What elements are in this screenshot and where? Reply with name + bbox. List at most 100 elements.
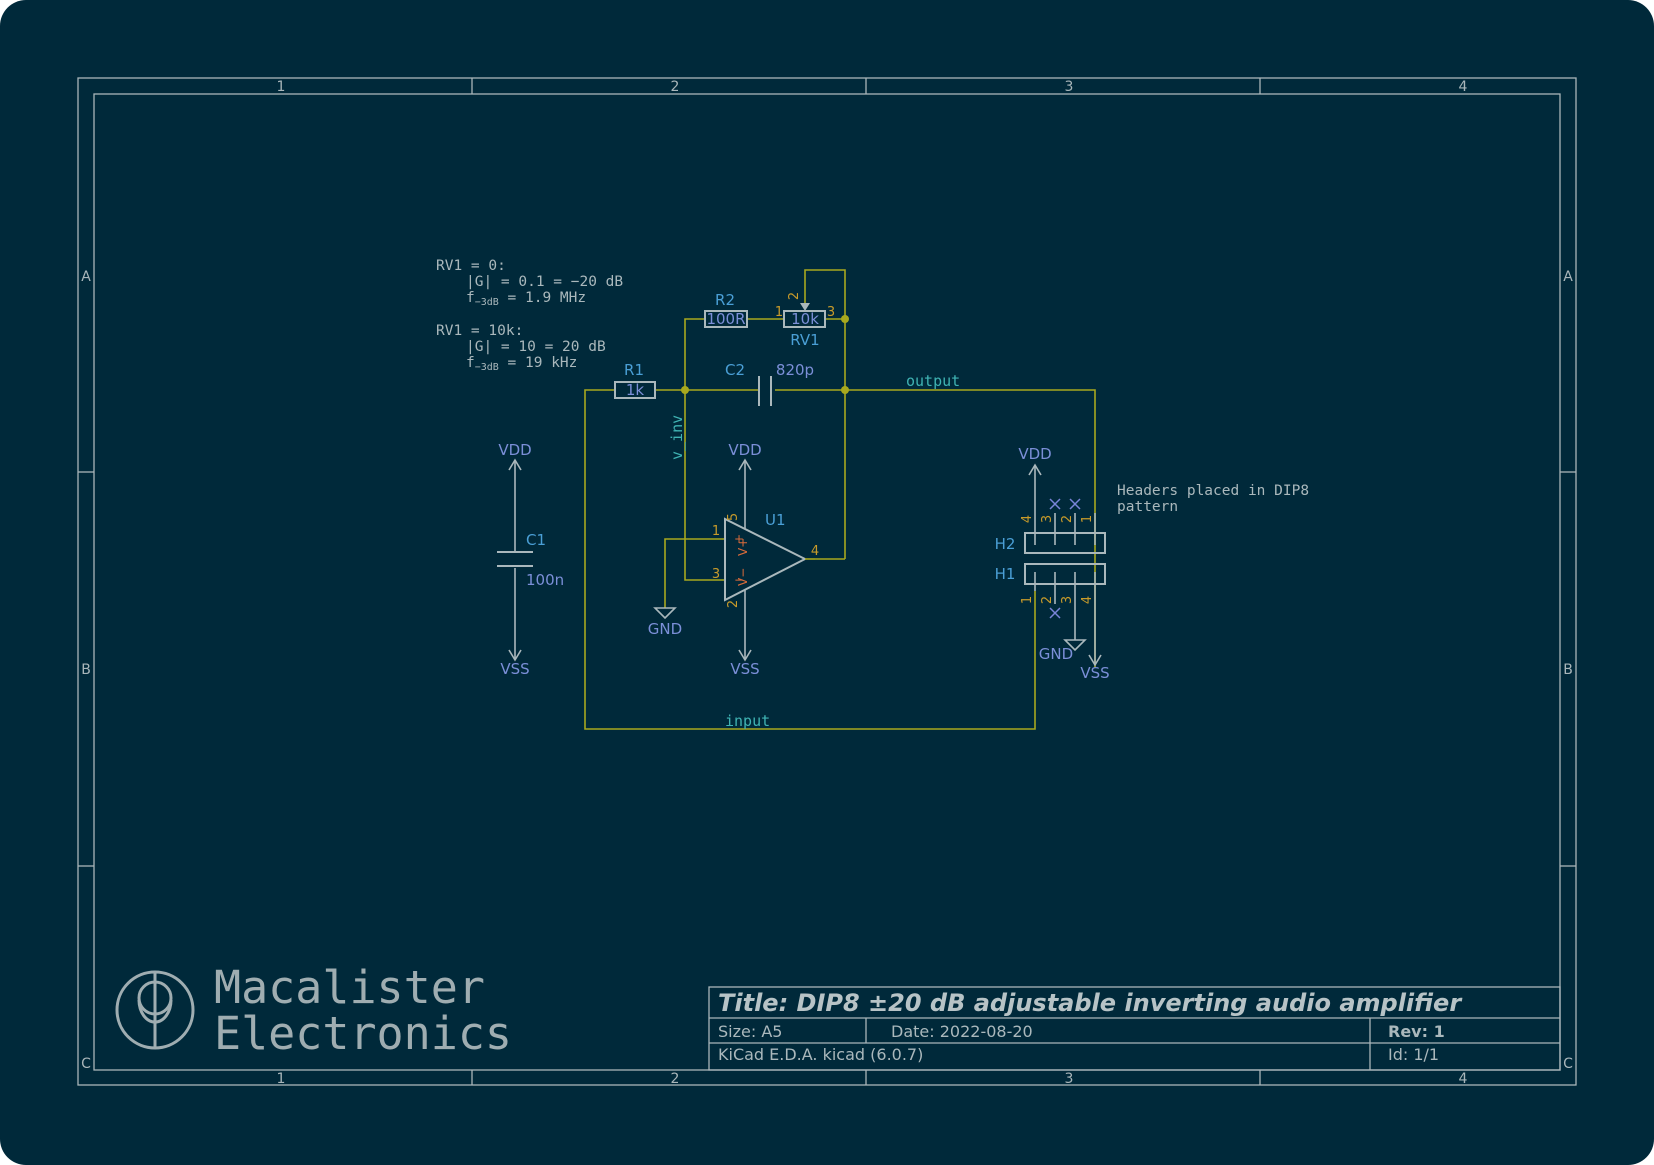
frame-row-a-right: A	[1563, 269, 1573, 285]
net-label-v-inv: v_inv	[668, 415, 686, 460]
opamp-u1[interactable]: U1 1 3 4 5 2 + − V+ V−	[712, 460, 819, 660]
power-symbols: VDD VSS GND	[648, 441, 762, 678]
u1-pin-1: 1	[712, 524, 720, 539]
design-notes: RV1 = 0: |G| = 0.1 = −20 dB f−3dB = 1.9 …	[436, 258, 1309, 515]
resistor-r2[interactable]: R2 100R	[704, 291, 748, 328]
frame-col-1-top: 1	[277, 79, 286, 95]
u1-pin-5: 5	[726, 513, 741, 521]
note-headers-line2: pattern	[1117, 499, 1178, 515]
note-rv1-zero-f3db: f−3dB = 1.9 MHz	[466, 290, 586, 308]
h1-pin-2: 2	[1040, 596, 1055, 604]
frame-col-1-bottom: 1	[277, 1071, 286, 1087]
capacitor-c2[interactable]: C2 820p	[725, 361, 814, 406]
wire-output	[845, 389, 1096, 668]
opamp-body	[724, 517, 808, 602]
vss-label-u1: VSS	[730, 660, 759, 678]
h1-pin-4: 4	[1080, 596, 1095, 604]
u1-pin-3: 3	[712, 567, 720, 582]
frame-col-2-top: 2	[671, 79, 680, 95]
u1-minus-input: −	[734, 573, 744, 587]
h1-pin-3: 3	[1060, 596, 1075, 604]
net-label-output: output	[906, 372, 960, 390]
title-block-date: Date: 2022-08-20	[891, 1022, 1033, 1041]
c1-ref: C1	[526, 531, 546, 549]
note-rv1-zero-head: RV1 = 0:	[436, 258, 506, 274]
title-block-tool: KiCad E.D.A. kicad (6.0.7)	[718, 1045, 923, 1064]
frame-row-c-right: C	[1563, 1056, 1573, 1072]
u1-pin-2: 2	[726, 600, 741, 608]
vss-arrow-c1	[508, 649, 522, 662]
u1-ref: U1	[765, 511, 786, 529]
u1-pin-4: 4	[811, 544, 819, 559]
r1-ref: R1	[624, 361, 644, 379]
title-block: Title: DIP8 ±20 dB adjustable inverting …	[708, 986, 1561, 1071]
u1-vneg-label: V−	[736, 568, 750, 586]
potentiometer-rv1[interactable]: 10k RV1 1 2 3	[775, 292, 835, 349]
note-headers-line1: Headers placed in DIP8	[1117, 483, 1309, 499]
vdd-label-header: VDD	[1018, 445, 1051, 463]
rv1-value: 10k	[791, 310, 819, 328]
h2-pin-4: 4	[1020, 515, 1035, 523]
h2-pin-3: 3	[1040, 515, 1055, 523]
title-block-size: Size: A5	[718, 1022, 782, 1041]
net-label-input: input	[725, 712, 770, 730]
vdd-label-u1: VDD	[728, 441, 761, 459]
frame-row-b-left: B	[81, 662, 91, 678]
rv1-pin-3: 3	[827, 305, 835, 320]
vdd-arrow-c1	[508, 458, 522, 471]
capacitor-c1[interactable]: VDD VSS C1 100n	[497, 441, 564, 678]
wire-rv1-wiper	[804, 269, 846, 319]
vdd-arrow-u1	[738, 458, 752, 471]
frame-col-4-bottom: 4	[1459, 1071, 1468, 1087]
note-rv1-10k-gain: |G| = 10 = 20 dB	[466, 339, 606, 355]
h2-pin-2: 2	[1060, 515, 1075, 523]
r2-value: 100R	[706, 310, 745, 328]
c2-ref: C2	[725, 361, 745, 379]
frame-row-c-left: C	[81, 1056, 91, 1072]
h2-ref: H2	[995, 535, 1016, 553]
note-rv1-10k-f3db: f−3dB = 19 kHz	[466, 355, 577, 373]
c1-value: 100n	[526, 571, 564, 589]
rv1-ref: RV1	[790, 331, 819, 349]
rv1-pin-2: 2	[787, 292, 802, 300]
r1-value: 1k	[626, 381, 645, 399]
logo-line-2: Electronics	[214, 1007, 512, 1060]
wire-r2-branch	[684, 318, 705, 390]
frame-row-b-right: B	[1563, 662, 1573, 678]
h2-pin-1: 1	[1080, 515, 1095, 523]
title-block-id: Id: 1/1	[1388, 1045, 1439, 1064]
wires	[584, 269, 1096, 730]
r2-ref: R2	[715, 291, 735, 309]
note-rv1-zero-gain: |G| = 0.1 = −20 dB	[466, 274, 623, 290]
vss-label-c1: VSS	[500, 660, 529, 678]
vdd-label-c1: VDD	[498, 441, 531, 459]
wire-plus-gnd	[664, 538, 725, 608]
resistor-r1[interactable]: R1 1k	[614, 361, 656, 399]
u1-vpos-label: V+	[736, 538, 750, 556]
sheet-frame: 1 2 3 4 1 2 3 4 A B C A B C	[77, 77, 1577, 1087]
outer-border	[77, 77, 1577, 1086]
rv1-pin-1: 1	[775, 305, 783, 320]
vss-arrow-u1	[738, 649, 752, 662]
frame-col-3-top: 3	[1065, 79, 1074, 95]
gnd-symbol-u1	[653, 607, 677, 620]
frame-col-3-bottom: 3	[1065, 1071, 1074, 1087]
logo-line-1: Macalister	[214, 961, 485, 1014]
header-h2[interactable]: H2 4 3 2 1 VDD	[995, 445, 1106, 554]
gnd-label-u1: GND	[648, 620, 682, 638]
inner-border	[93, 93, 1561, 1071]
wire-input	[584, 389, 1036, 730]
wire-v-inv	[684, 390, 725, 581]
vss-label-header: VSS	[1080, 664, 1109, 682]
u1-plus-input: +	[734, 532, 744, 546]
frame-col-2-bottom: 2	[671, 1071, 680, 1087]
c2-value: 820p	[776, 361, 814, 379]
title-block-title: Title: DIP8 ±20 dB adjustable inverting …	[718, 989, 1463, 1017]
h1-ref: H1	[995, 565, 1016, 583]
note-rv1-10k-head: RV1 = 10k:	[436, 323, 523, 339]
header-h1[interactable]: H1 1 2 3 4 GND VSS	[995, 563, 1110, 682]
frame-row-a-left: A	[81, 269, 91, 285]
title-block-rev: Rev: 1	[1388, 1022, 1445, 1041]
